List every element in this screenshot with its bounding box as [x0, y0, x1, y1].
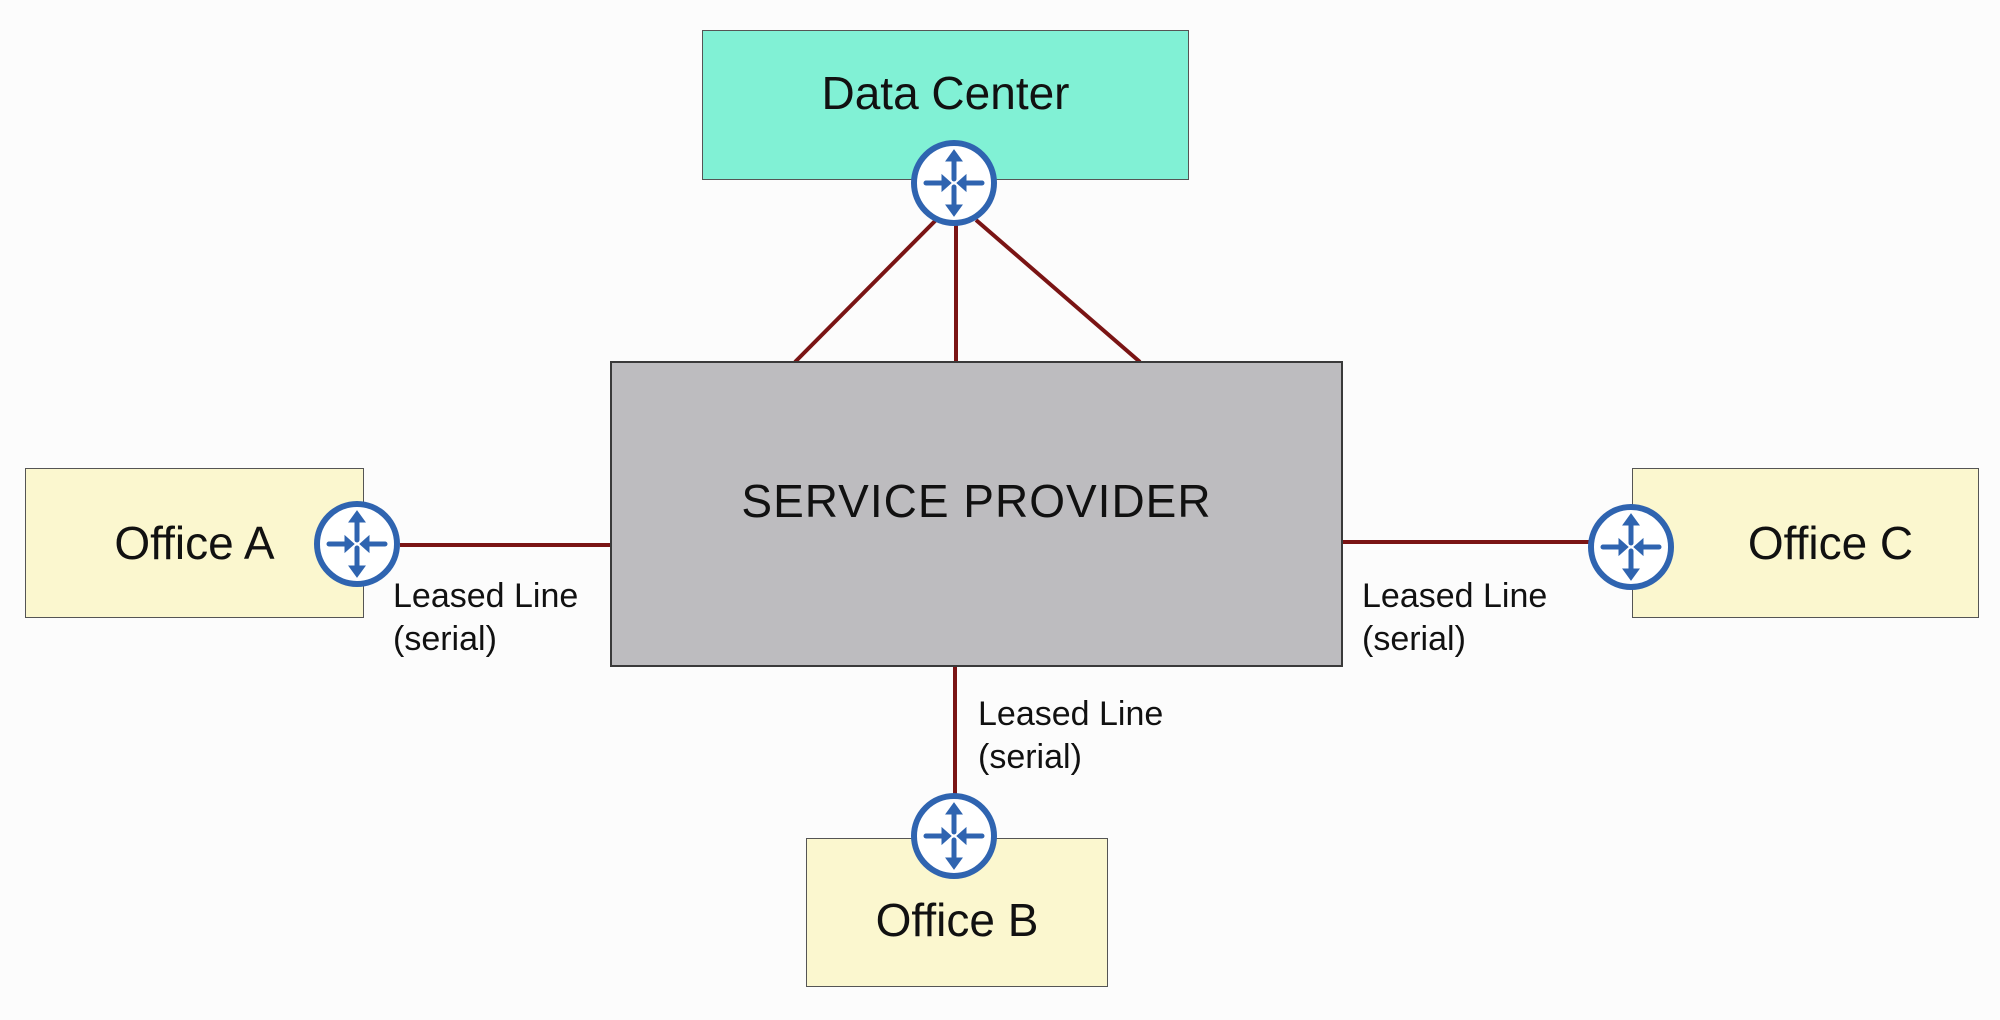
router-icon	[910, 792, 998, 880]
office-c-link-line2: (serial)	[1362, 620, 1466, 658]
office-a-link-line2: (serial)	[393, 620, 497, 658]
service-provider-label: SERVICE PROVIDER	[741, 475, 1212, 527]
office-b-link-label: Leased Line (serial)	[978, 693, 1163, 779]
service-provider-node: SERVICE PROVIDER	[610, 361, 1343, 667]
router-icon	[313, 500, 401, 588]
office-c-link-label: Leased Line (serial)	[1362, 575, 1547, 661]
office-c-node: Office C	[1632, 468, 1979, 618]
office-a-node: Office A	[25, 468, 364, 618]
office-b-label: Office B	[875, 893, 1039, 946]
router-icon	[1587, 503, 1675, 591]
link-datacenter-left	[793, 218, 938, 364]
office-c-label: Office C	[1747, 517, 1914, 569]
link-datacenter-right	[974, 218, 1142, 364]
router-icon-graphic	[314, 501, 400, 587]
office-a-link-line1: Leased Line	[393, 577, 579, 615]
router-icon-graphic	[911, 140, 997, 226]
router-icon	[910, 139, 998, 227]
office-b-link-line1: Leased Line	[978, 695, 1164, 733]
office-a-label: Office A	[114, 517, 275, 569]
router-icon-graphic	[1588, 504, 1674, 590]
router-icon-graphic	[911, 793, 997, 879]
office-a-link-label: Leased Line (serial)	[393, 575, 578, 661]
office-c-link-line1: Leased Line	[1362, 577, 1548, 615]
data-center-label: Data Center	[821, 67, 1070, 119]
office-b-link-line2: (serial)	[978, 738, 1082, 776]
